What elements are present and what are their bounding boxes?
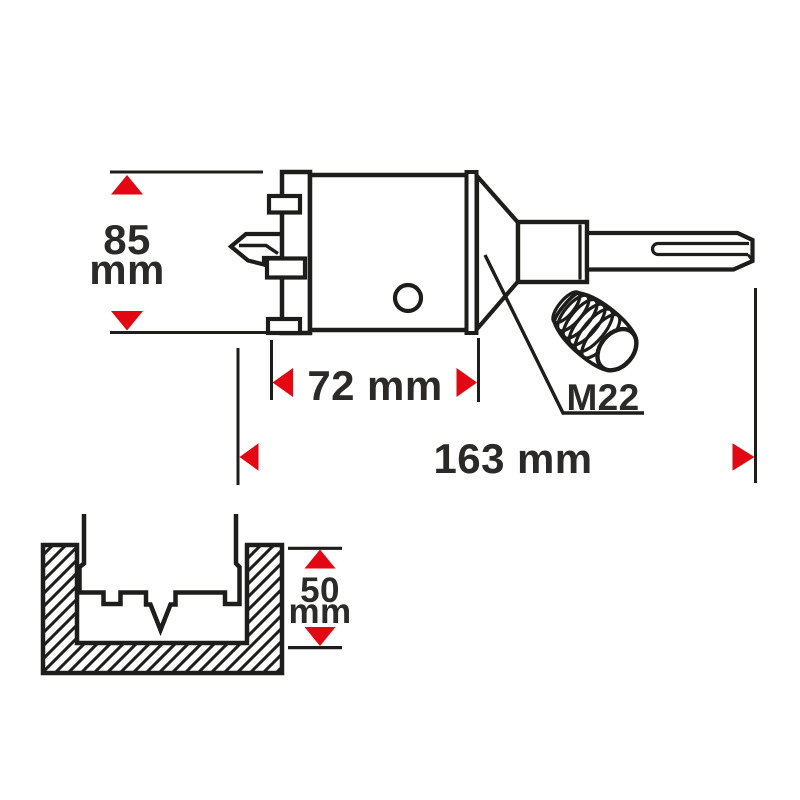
dim-50-unit-label: mm xyxy=(288,592,352,631)
dim-50-value-label: 50 xyxy=(300,571,340,610)
arrow-right-icon xyxy=(456,368,477,397)
dim-72-label: 72 mm xyxy=(307,362,443,409)
sds-shank xyxy=(584,230,755,272)
dimension-163mm xyxy=(236,288,757,485)
m22-leader-line xyxy=(483,254,644,415)
dimension-50mm xyxy=(288,546,342,650)
thread-size-label: M22 xyxy=(566,377,640,418)
sds-groove xyxy=(650,241,749,257)
arrow-up-icon xyxy=(111,175,143,195)
arrow-down-icon xyxy=(304,627,336,646)
body-hole xyxy=(392,282,424,314)
hole-saw-side-view xyxy=(227,169,755,415)
adapter-collar xyxy=(515,219,590,285)
arrow-down-icon xyxy=(111,311,143,331)
material-block xyxy=(40,542,285,676)
carbide-teeth xyxy=(264,193,308,336)
dim-163-label: 163 mm xyxy=(433,435,593,482)
arrow-up-icon xyxy=(304,549,336,569)
back-plate xyxy=(464,170,479,335)
cross-section-view xyxy=(40,514,285,676)
dim-85-value-label: 85 xyxy=(103,216,151,263)
arrow-left-icon xyxy=(239,443,259,471)
dimension-72mm xyxy=(270,338,480,402)
thread-end-face xyxy=(595,326,639,373)
dim-85-unit-label: mm xyxy=(89,246,165,293)
saw-section-profile xyxy=(77,514,242,637)
m22-thread-stud xyxy=(551,290,639,373)
dimension-85mm xyxy=(110,170,267,334)
arrow-left-icon xyxy=(272,368,293,397)
saw-body xyxy=(307,172,470,333)
arrow-right-icon xyxy=(732,443,755,471)
